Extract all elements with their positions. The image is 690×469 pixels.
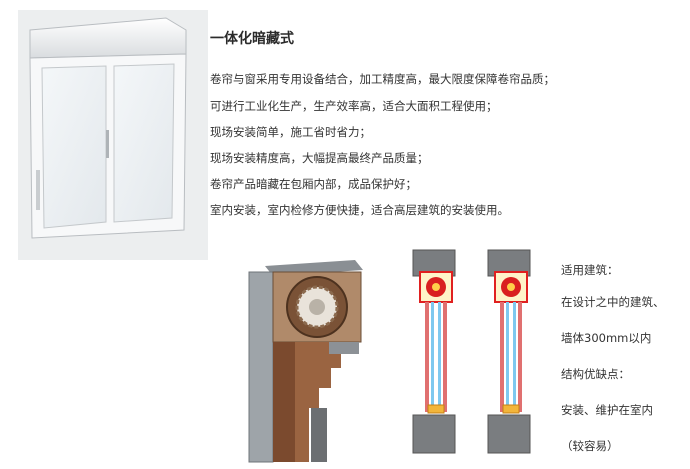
page-title: 一体化暗藏式 [210,31,294,47]
feature-item: 室内安装，室内检修方便快捷，适合高层建筑的安装使用。 [210,203,509,217]
roller-box-section-image [248,260,363,463]
feature-item: 现场安装精度高，大幅提高最终产品质量； [210,151,429,165]
installation-diagram-left [412,249,456,454]
side-note-line: 墙体300mm以内 [561,331,652,345]
window-photo [18,10,208,260]
installation-diagram-right [487,249,531,454]
pros-cons-heading: 结构优缺点： [561,367,630,381]
feature-item: 可进行工业化生产，生产效率高，适合大面积工程使用； [210,99,498,113]
side-note-line: 安装、维护在室内 [561,403,653,417]
side-note-line: （较容易） [561,439,619,453]
side-note-line: 在设计之中的建筑、 [561,295,665,309]
feature-item: 卷帘产品暗藏在包厢内部，成品保护好； [210,177,417,191]
feature-item: 现场安装简单，施工省时省力； [210,125,371,139]
applicable-buildings-heading: 适用建筑： [561,263,619,277]
feature-item: 卷帘与窗采用专用设备结合，加工精度高，最大限度保障卷帘品质； [210,72,555,86]
